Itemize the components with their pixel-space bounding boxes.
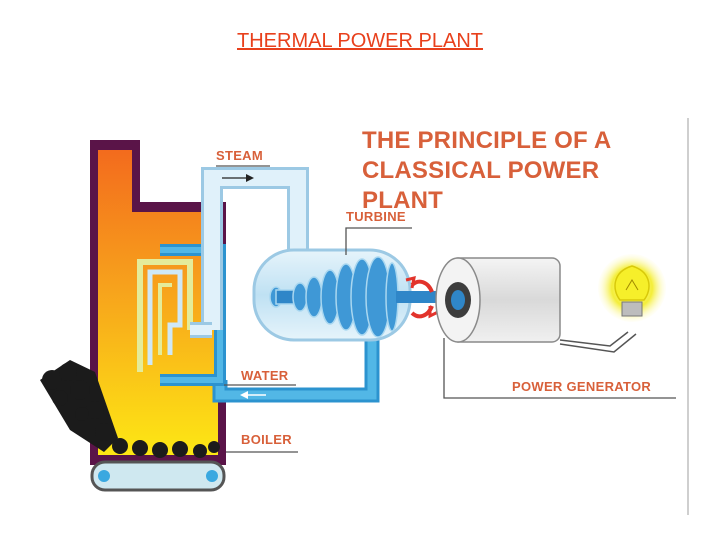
water-label: WATER [241,368,289,383]
power-generator [435,257,561,343]
rotation-arrow [405,275,439,319]
boiler [40,140,226,492]
label-leader-lines [216,165,676,453]
turbine-label: TURBINE [346,209,406,224]
electric-wires [559,331,637,353]
steam-pipe [190,167,309,338]
headline-line-2: CLASSICAL POWER PLANT [362,157,600,214]
steam-flow-arrow [222,174,254,182]
grate-roller-left [98,470,110,482]
power-generator-label: POWER GENERATOR [512,379,652,394]
coal-grate [90,460,226,492]
boiler-label: BOILER [241,432,292,447]
turbine-leader [345,227,412,255]
diagram-headline: THE PRINCIPLE OF A CLASSICAL POWER PLANT [362,126,682,216]
boiler-coils [137,259,193,372]
turbine [252,248,412,342]
coal-heap [40,360,220,458]
steam-label: STEAM [216,148,263,163]
slide-title: THERMAL POWER PLANT [237,30,483,52]
water-flow-arrow [240,391,266,399]
turbine-rotor [269,256,399,338]
generator-leader [443,338,676,399]
grate-roller-right [206,470,218,482]
light-bulb [598,254,666,322]
headline-line-1: THE PRINCIPLE OF A [362,127,612,154]
